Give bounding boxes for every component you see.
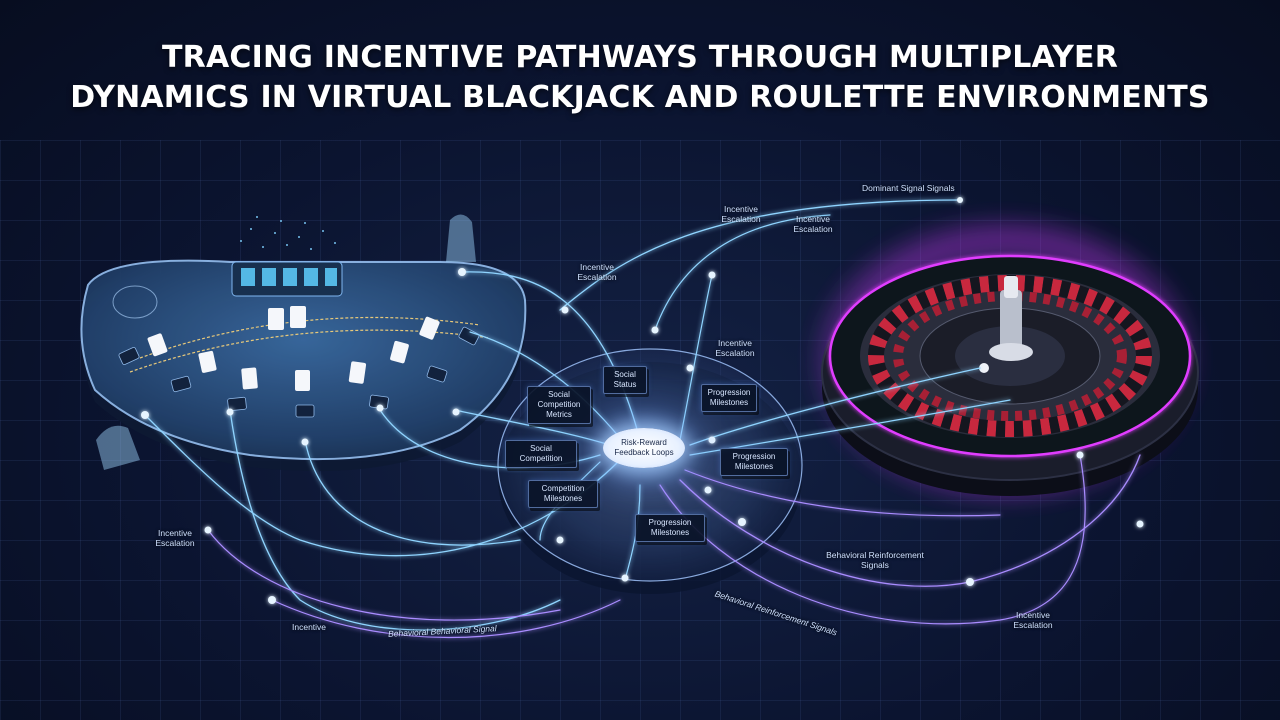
node-progression-milestones-top: Progression Milestones (701, 384, 757, 412)
node-social-competition-metrics: Social Competition Metrics (527, 386, 591, 424)
incentive-pathways (144, 199, 1141, 639)
label-incentive-escalation-center: Incentive Escalation (715, 338, 755, 358)
node-social-status: Social Status (603, 366, 647, 394)
betting-spots (118, 326, 480, 418)
title-line-1: TRACING INCENTIVE PATHWAYS THROUGH MULTI… (161, 40, 1119, 75)
page-title: TRACING INCENTIVE PATHWAYS THROUGH MULTI… (0, 38, 1280, 118)
label-incentive-escalation-right: Incentive Escalation (1013, 610, 1053, 630)
pathway-nodes (141, 197, 1144, 604)
data-particles (240, 216, 336, 250)
label-behavioral-reinforcement-mid: Behavioral Reinforcement Signals (826, 550, 924, 570)
label-incentive-bottom-left: Incentive (292, 622, 327, 632)
hub-label: Risk-Reward Feedback Loops (614, 438, 674, 457)
node-social-competition: Social Competition (505, 440, 577, 468)
node-competition-milestones: Competition Milestones (528, 480, 598, 508)
label-incentive-escalation-upper-right: Incentive Escalation (793, 214, 833, 234)
node-progression-milestones-right: Progression Milestones (720, 448, 788, 476)
label-incentive-escalation-mid: Incentive Escalation (577, 262, 617, 282)
roulette-wheel (805, 210, 1205, 510)
risk-reward-hub: Risk-Reward Feedback Loops (603, 428, 685, 468)
label-dominant-signal: Dominant Signal Signals (862, 183, 955, 193)
chip-rack (241, 268, 337, 286)
blackjack-table (80, 214, 527, 472)
playing-cards (147, 306, 440, 391)
node-progression-milestones-bottom: Progression Milestones (635, 514, 705, 542)
holographic-players (96, 214, 476, 470)
label-incentive-escalation-top: Incentive Escalation (721, 204, 761, 224)
title-line-2: DYNAMICS IN VIRTUAL BLACKJACK AND ROULET… (70, 80, 1210, 115)
label-incentive-escalation-left: Incentive Escalation (155, 528, 195, 548)
